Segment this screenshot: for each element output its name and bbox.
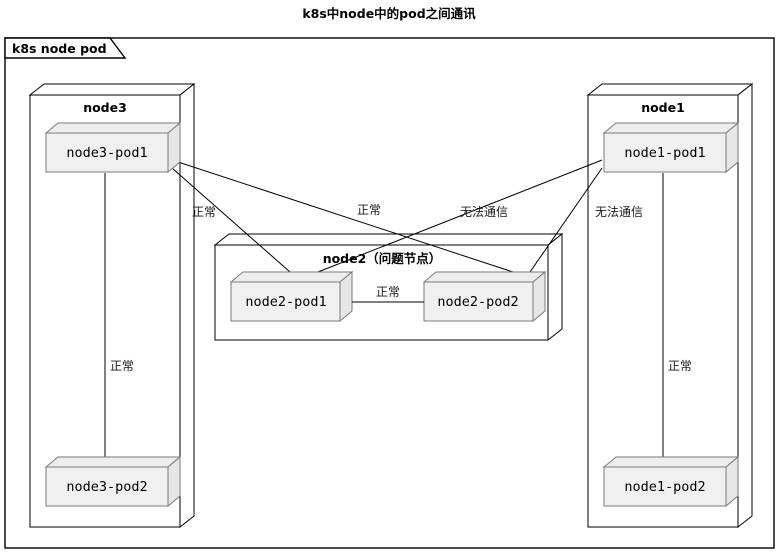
node3-pod1-top-face bbox=[44, 122, 182, 134]
cross-connections bbox=[171, 159, 603, 273]
node3-top-face bbox=[28, 83, 196, 96]
pod-node1-pod2[interactable]: node1-pod2 bbox=[602, 455, 740, 508]
edge-label-node1-vertical: 正常 bbox=[668, 359, 692, 373]
node3-pod1-front-face bbox=[45, 132, 169, 173]
edge-node3pod1-node2pod2 bbox=[171, 159, 514, 273]
pod-node2-pod1[interactable]: node2-pod1 bbox=[229, 270, 354, 323]
node2-pod2-front-face bbox=[423, 281, 534, 322]
edge-label-node3-vertical: 正常 bbox=[110, 359, 134, 373]
node2-right-face bbox=[547, 232, 563, 342]
node3-title: node3 bbox=[83, 100, 127, 115]
node1-pod2-top-face bbox=[602, 456, 740, 468]
edge-label-far-right-diag: 无法通信 bbox=[595, 205, 643, 219]
node3-pod2-top-face bbox=[44, 456, 182, 468]
frame-label-tab bbox=[4, 37, 127, 59]
node1-pod1-label: node1-pod1 bbox=[624, 145, 705, 161]
pod-node2-pod2[interactable]: node2-pod2 bbox=[422, 270, 547, 323]
pod-node1-pod1[interactable]: node1-pod1 bbox=[602, 121, 740, 174]
node2-pod1-front-face bbox=[230, 281, 341, 322]
node1-pod1-top-face bbox=[602, 122, 740, 134]
node2-pod2-label: node2-pod2 bbox=[437, 294, 518, 310]
node1-right-face bbox=[737, 82, 753, 529]
node3-right-face bbox=[179, 82, 195, 529]
edge-label-right-of-mid-diag: 无法通信 bbox=[460, 205, 508, 219]
edge-label-node2-horizontal: 正常 bbox=[376, 285, 400, 299]
edge-label-left-diag: 正常 bbox=[192, 205, 216, 219]
node3-pod2-front-face bbox=[45, 466, 169, 507]
pod-node3-pod2[interactable]: node3-pod2 bbox=[44, 455, 182, 508]
edge-node3pod1-node2pod1 bbox=[171, 167, 291, 273]
edge-label-mid-diag: 正常 bbox=[357, 203, 381, 217]
frame-label-text: k8s node pod bbox=[12, 41, 107, 56]
node1-pod2-front-face bbox=[603, 466, 727, 507]
node1-title: node1 bbox=[641, 100, 685, 115]
node1-pod2-label: node1-pod2 bbox=[624, 479, 705, 495]
node2-top-face bbox=[213, 233, 564, 246]
edge-node1pod1-node2pod1 bbox=[317, 159, 603, 273]
edge-node1pod1-node2pod2 bbox=[529, 167, 603, 273]
node2-title: node2（问题节点） bbox=[323, 251, 442, 266]
node1-pod1-front-face bbox=[603, 132, 727, 173]
node1-top-face bbox=[586, 83, 754, 96]
pod-node3-pod1[interactable]: node3-pod1 bbox=[44, 121, 182, 174]
node3-pod1-label: node3-pod1 bbox=[66, 145, 147, 161]
node2-pod1-label: node2-pod1 bbox=[245, 294, 326, 310]
node2-pod2-top-face bbox=[422, 271, 547, 283]
page-title: k8s中node中的pod之间通讯 bbox=[302, 6, 476, 21]
node3-pod2-label: node3-pod2 bbox=[66, 479, 147, 495]
node2-pod1-top-face bbox=[229, 271, 354, 283]
